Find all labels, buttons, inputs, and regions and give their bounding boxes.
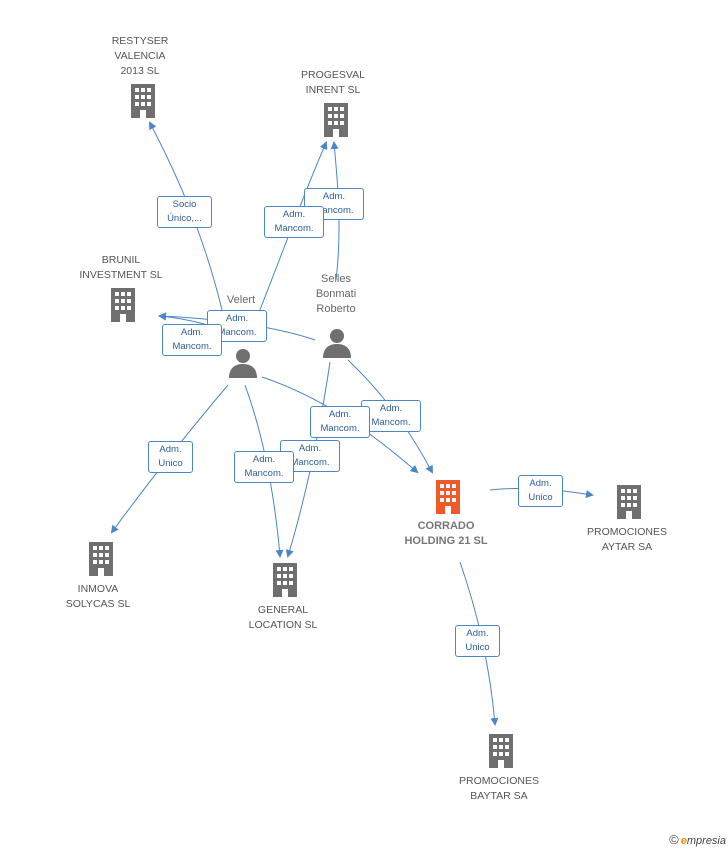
edge-label-adm-mancom[interactable]: Adm. Mancom. — [234, 451, 294, 483]
node-label-brunil: BRUNIL INVESTMENT SL — [79, 254, 163, 281]
edge-label-socio-unico[interactable]: Socio Único,... — [157, 196, 212, 228]
node-label-baytar: PROMOCIONES BAYTAR SA — [459, 775, 539, 802]
building-icon[interactable] — [320, 103, 352, 139]
building-icon[interactable] — [613, 485, 645, 521]
brand-initial: e — [680, 835, 687, 847]
building-icon[interactable] — [485, 734, 517, 770]
node-label-corrado: CORRADO HOLDING 21 SL — [404, 520, 488, 547]
node-label-selles: Selles Bonmati Roberto — [315, 273, 357, 315]
node-label-inmova: INMOVA SOLYCAS SL — [65, 583, 131, 610]
edge-label-adm-unico[interactable]: Adm. Unico — [518, 475, 563, 507]
node-label-restyser: RESTYSER VALENCIA 2013 SL — [111, 35, 169, 77]
building-icon-focus[interactable] — [432, 480, 464, 516]
building-icon[interactable] — [107, 288, 139, 324]
node-label-velert: Velert — [226, 294, 256, 306]
edge-label-adm-unico[interactable]: Adm. Unico — [455, 625, 500, 657]
copyright-symbol: © — [669, 832, 679, 847]
node-label-aytar: PROMOCIONES AYTAR SA — [587, 526, 667, 553]
node-label-general: GENERAL LOCATION SL — [248, 604, 318, 631]
building-icon[interactable] — [85, 542, 117, 578]
person-icon[interactable] — [322, 328, 352, 358]
edge-label-adm-mancom[interactable]: Adm. Mancom. — [304, 188, 364, 220]
edge-label-adm-mancom[interactable]: Adm. Mancom. — [310, 406, 370, 438]
node-label-progesval: PROGESVAL INRENT SL — [301, 69, 365, 96]
building-icon[interactable] — [127, 84, 159, 120]
building-icon[interactable] — [269, 563, 301, 599]
brand-name: mpresia — [686, 835, 726, 847]
edge-label-adm-mancom[interactable]: Adm. Mancom. — [361, 400, 421, 432]
person-icon[interactable] — [228, 348, 258, 378]
edge-label-adm-mancom[interactable]: Adm. Mancom. — [162, 324, 222, 356]
footer-brand: ©empresia — [669, 832, 726, 847]
edge-label-adm-mancom[interactable]: Adm. Mancom. — [264, 206, 324, 238]
edge-label-adm-unico[interactable]: Adm. Unico — [148, 441, 193, 473]
